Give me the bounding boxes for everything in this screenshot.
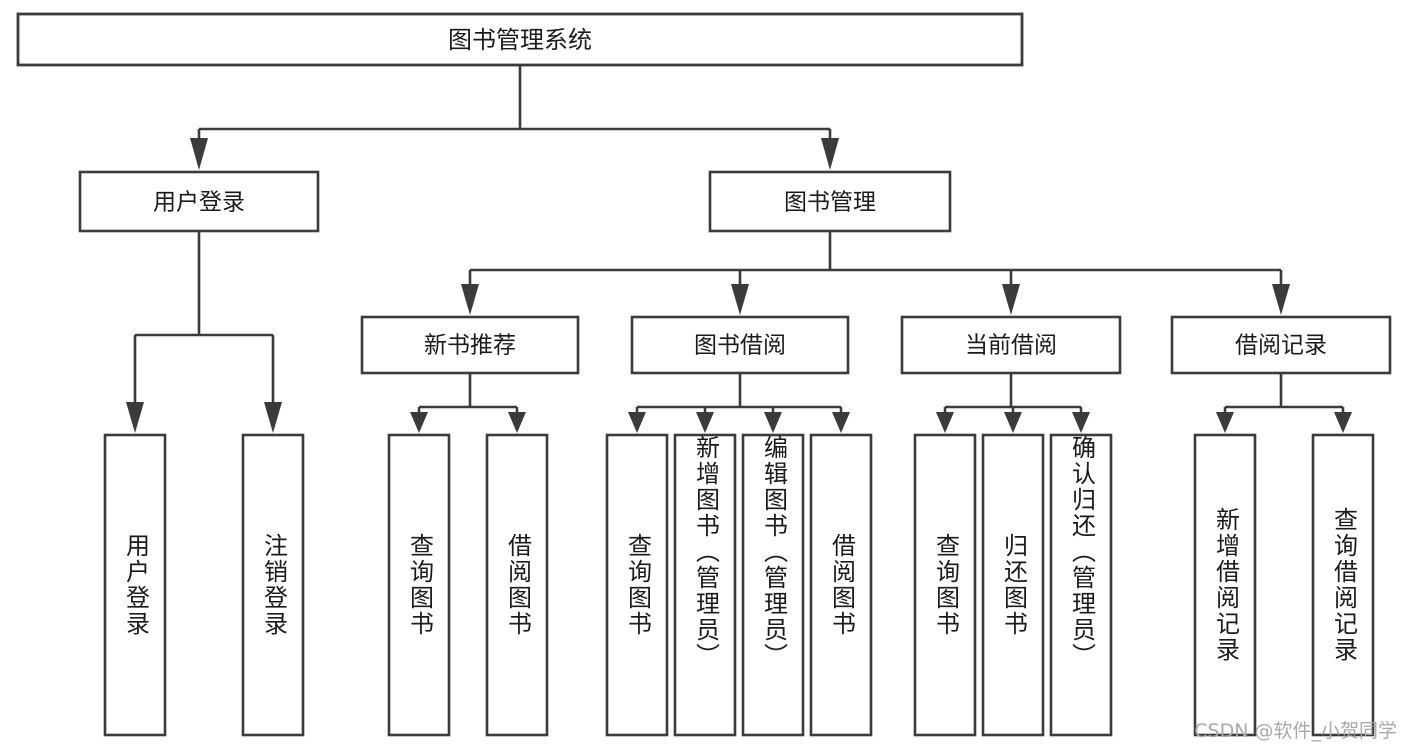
node-current-borrow-label: 当前借阅 bbox=[965, 333, 1057, 359]
arrow-head-icon bbox=[126, 402, 144, 433]
arrow-head-icon bbox=[508, 412, 526, 433]
node-book-borrow[interactable]: 图书借阅 bbox=[630, 315, 850, 375]
arrow-head-icon bbox=[461, 284, 479, 315]
arrow-head-icon bbox=[1216, 412, 1234, 433]
leaf-box[interactable] bbox=[981, 433, 1045, 737]
arrow-head-icon bbox=[821, 138, 839, 170]
node-borrow-record-box bbox=[1170, 315, 1392, 375]
node-current-borrow-box bbox=[900, 315, 1122, 375]
leaf-box[interactable] bbox=[809, 433, 873, 737]
arrow-head-icon bbox=[1002, 284, 1020, 315]
arrow-head-icon bbox=[264, 402, 282, 433]
leaf-box[interactable] bbox=[1049, 433, 1113, 737]
node-root-box bbox=[16, 12, 1024, 67]
arrow-head-icon bbox=[696, 412, 714, 433]
node-book-borrow-label: 图书借阅 bbox=[694, 333, 786, 359]
node-current-borrow[interactable]: 当前借阅 bbox=[900, 315, 1122, 375]
node-book-management[interactable]: 图书管理 bbox=[708, 170, 952, 233]
leaf-box[interactable] bbox=[1193, 433, 1257, 737]
arrow-head-icon bbox=[731, 284, 749, 315]
arrow-head-icon bbox=[410, 412, 428, 433]
node-new-book-recommend[interactable]: 新书推荐 bbox=[360, 315, 580, 375]
arrow-head-icon bbox=[1334, 412, 1352, 433]
node-book-management-box bbox=[708, 170, 952, 233]
arrow-head-icon bbox=[628, 412, 646, 433]
leaf-box[interactable] bbox=[387, 433, 451, 737]
node-root-label: 图书管理系统 bbox=[448, 26, 592, 54]
arrow-head-icon bbox=[1072, 412, 1090, 433]
node-user-login[interactable]: 用户登录 bbox=[78, 170, 320, 233]
node-user-login-label: 用户登录 bbox=[153, 190, 245, 216]
arrow-head-icon bbox=[832, 412, 850, 433]
node-borrow-record-label: 借阅记录 bbox=[1235, 333, 1327, 359]
node-borrow-record[interactable]: 借阅记录 bbox=[1170, 315, 1392, 375]
leaf-box[interactable] bbox=[485, 433, 549, 737]
leaf-box[interactable] bbox=[605, 433, 669, 737]
arrow-head-icon bbox=[1004, 412, 1022, 433]
leaf-box[interactable] bbox=[913, 433, 977, 737]
arrow-head-icon bbox=[1272, 284, 1290, 315]
node-new-book-recommend-label: 新书推荐 bbox=[424, 333, 516, 359]
leaf-box[interactable] bbox=[741, 433, 805, 737]
node-root[interactable]: 图书管理系统 bbox=[16, 12, 1024, 67]
node-book-borrow-box bbox=[630, 315, 850, 375]
leaf-box[interactable] bbox=[1311, 433, 1375, 737]
arrow-head-icon bbox=[190, 138, 208, 170]
node-new-book-recommend-box bbox=[360, 315, 580, 375]
leaf-box[interactable] bbox=[103, 433, 167, 737]
arrow-head-icon bbox=[764, 412, 782, 433]
arrow-head-icon bbox=[936, 412, 954, 433]
leaf-box[interactable] bbox=[673, 433, 737, 737]
leaf-box[interactable] bbox=[241, 433, 305, 737]
node-book-management-label: 图书管理 bbox=[784, 190, 876, 216]
